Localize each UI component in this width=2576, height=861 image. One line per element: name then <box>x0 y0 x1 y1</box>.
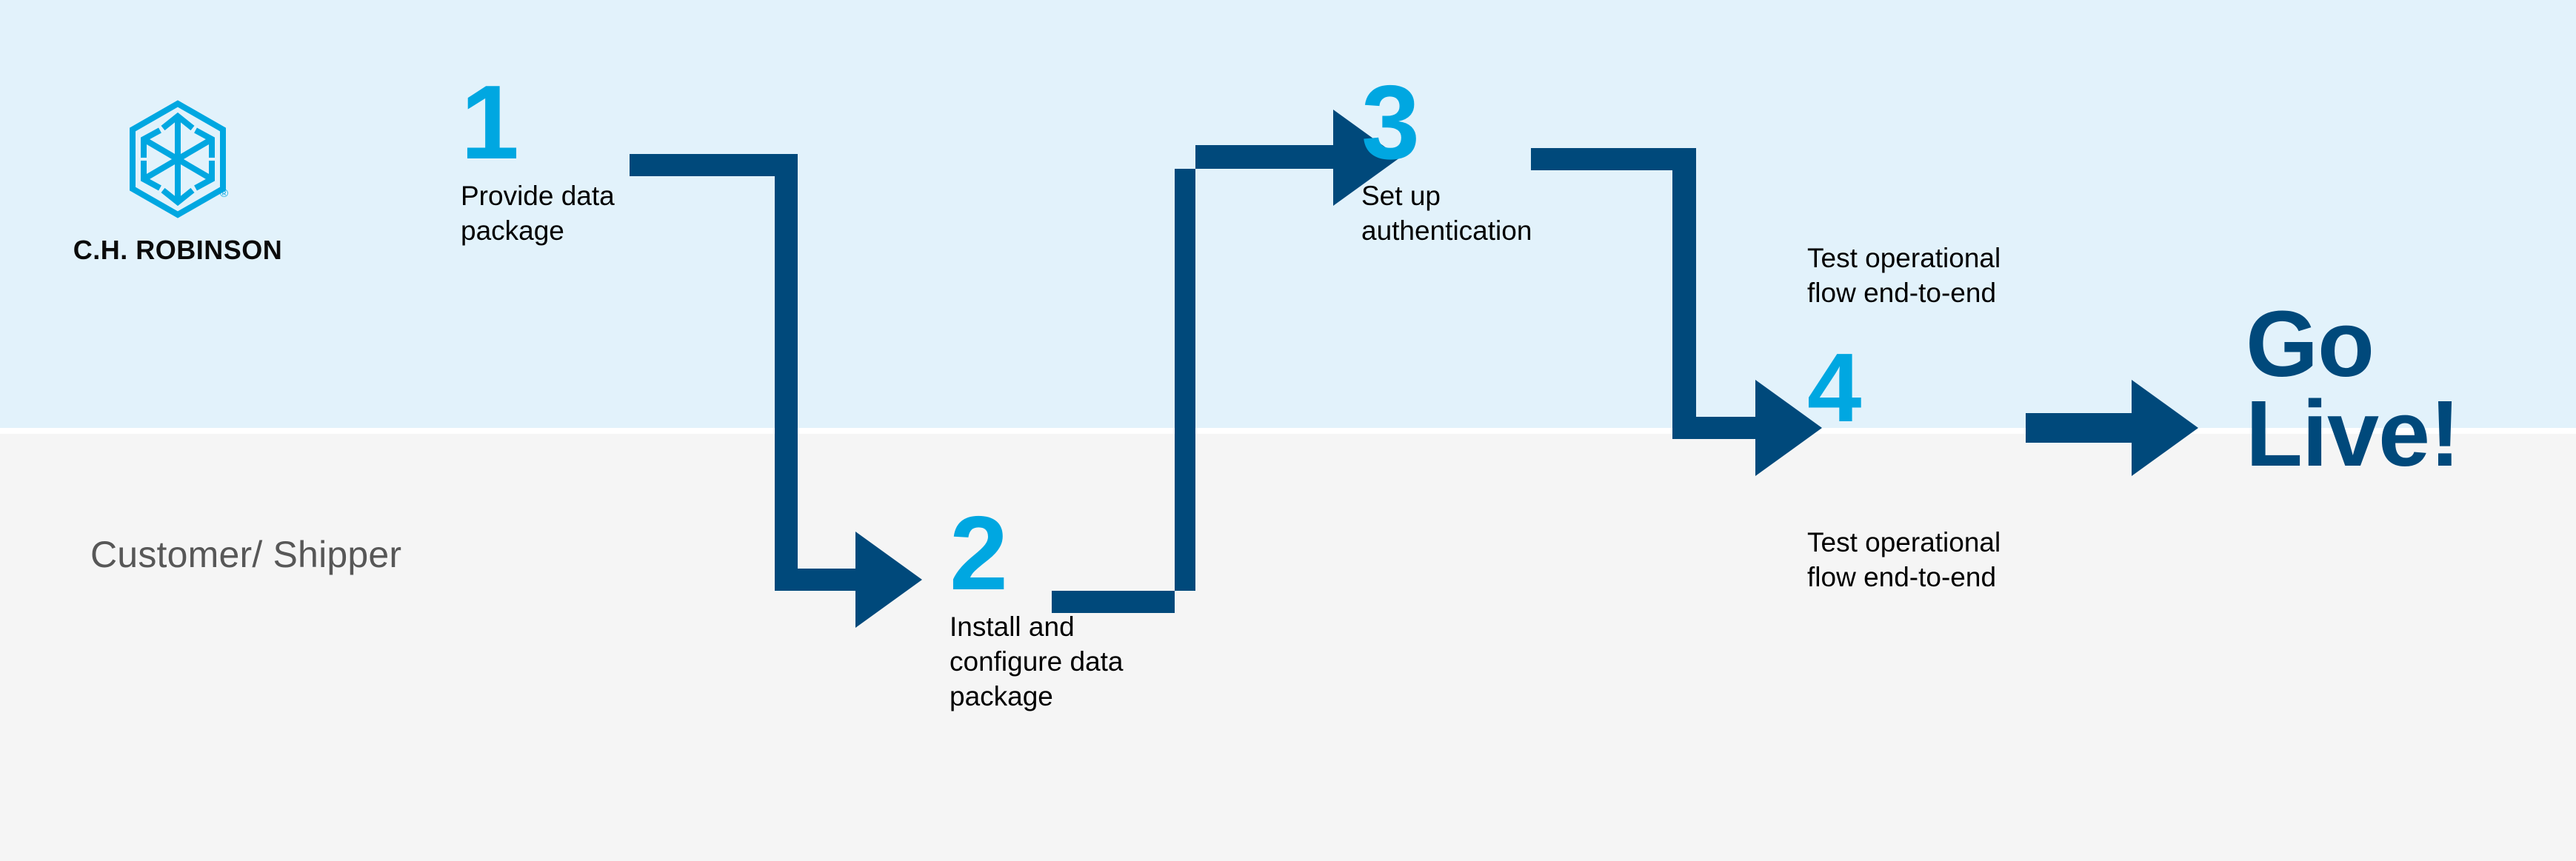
step-3-number: 3 <box>1361 64 1420 181</box>
top-swimlane-band <box>0 0 2576 428</box>
step-2-number: 2 <box>950 495 1008 612</box>
step-2-caption: Install and configure data package <box>950 612 1124 711</box>
post-step-3-caption: Test operational flow end-to-end <box>1807 243 2001 308</box>
swimlane-label-customer-shipper: Customer/ Shipper <box>90 534 402 575</box>
step-4-caption: Test operational flow end-to-end <box>1807 527 2001 592</box>
step-1-caption: Provide data package <box>461 181 615 247</box>
step-4-number: 4 <box>1807 333 1861 442</box>
step-1-number: 1 <box>461 64 519 181</box>
step-3: 3 Set up authentication <box>1361 64 1532 249</box>
hexagon-cube-arrows-icon: ® <box>126 100 230 218</box>
registered-trademark-icon: ® <box>219 187 228 200</box>
step-2: 2 Install and configure data package <box>950 495 1124 714</box>
step-1: 1 Provide data package <box>461 64 615 249</box>
step-4: 4 <box>1807 333 1861 442</box>
go-live-label: Go Live! <box>2246 292 2460 486</box>
step-3-caption: Set up authentication <box>1361 181 1532 247</box>
brand-logo: ® C.H. ROBINSON <box>70 100 285 266</box>
bottom-swimlane-band <box>0 434 2576 861</box>
brand-wordmark: C.H. ROBINSON <box>73 235 283 265</box>
